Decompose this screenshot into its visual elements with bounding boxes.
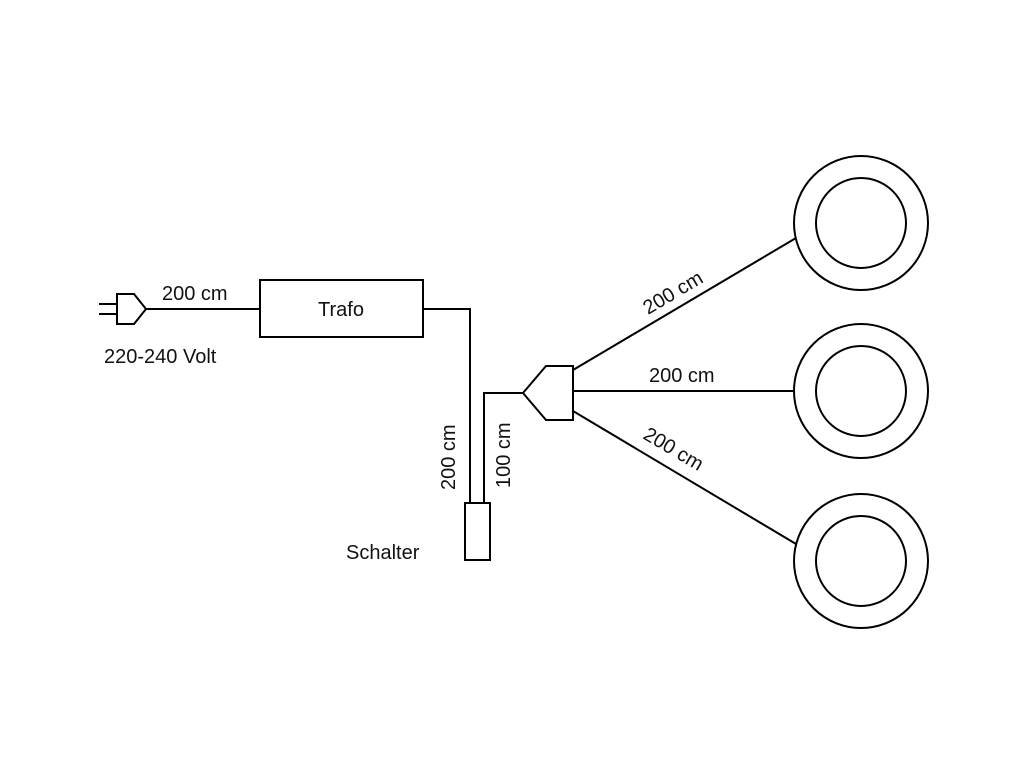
lamp-top-cable — [572, 237, 797, 371]
lamp-middle-cable-label: 200 cm — [649, 365, 715, 387]
transformer-cable — [423, 308, 471, 503]
transformer-cable-label: 200 cm — [438, 424, 460, 490]
voltage-label: 220-240 Volt — [104, 346, 217, 368]
transformer-label: Trafo — [318, 299, 364, 321]
distributor-icon — [521, 365, 574, 421]
lamp-bottom-cable — [572, 410, 797, 545]
plug-icon — [99, 293, 148, 325]
switch-cable — [483, 392, 523, 503]
lamp-middle-icon — [793, 323, 929, 459]
plug-cable-label: 200 cm — [162, 283, 228, 305]
switch-label: Schalter — [346, 542, 420, 564]
lamp-top-icon — [793, 155, 929, 291]
lamp-bottom-cable-label: 200 cm — [639, 423, 707, 475]
transformer-box — [259, 279, 424, 338]
switch-cable-label: 100 cm — [493, 422, 515, 488]
lamp-bottom-icon — [793, 493, 929, 629]
switch-box — [464, 502, 491, 561]
